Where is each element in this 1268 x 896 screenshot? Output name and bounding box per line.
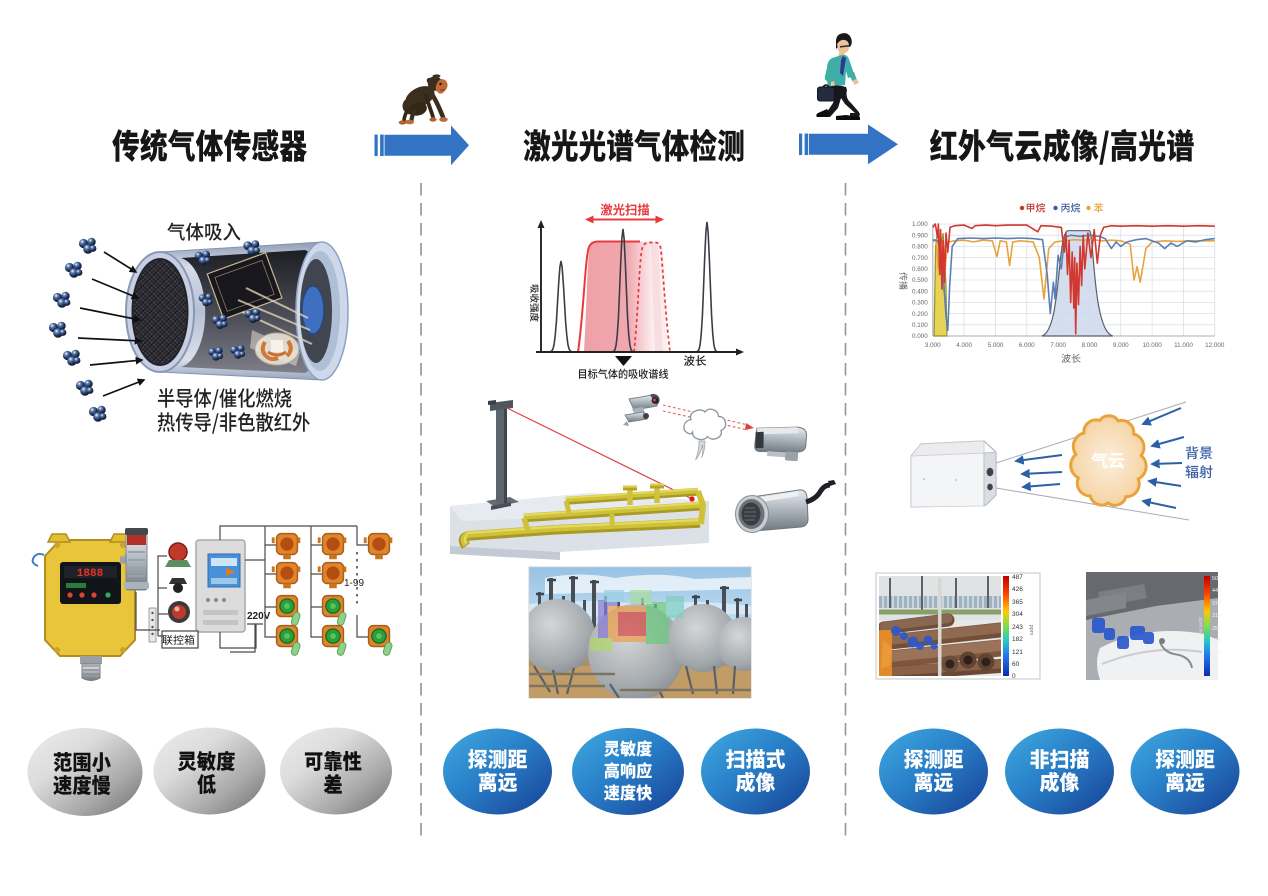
svg-text:487: 487 bbox=[1012, 574, 1023, 581]
svg-text:121: 121 bbox=[1012, 649, 1023, 656]
svg-text:314: 314 bbox=[1212, 613, 1221, 619]
svg-text:5.000: 5.000 bbox=[988, 342, 1004, 349]
svg-text:7.000: 7.000 bbox=[1050, 342, 1066, 349]
svg-text:60: 60 bbox=[1012, 661, 1020, 668]
svg-text:10.000: 10.000 bbox=[1142, 342, 1162, 349]
svg-text:0.300: 0.300 bbox=[912, 300, 928, 307]
svg-text:8.000: 8.000 bbox=[1082, 342, 1098, 349]
svg-text:1-99: 1-99 bbox=[344, 578, 364, 589]
svg-text:9.000: 9.000 bbox=[1113, 342, 1129, 349]
svg-text:6.000: 6.000 bbox=[1019, 342, 1035, 349]
svg-text:11.000: 11.000 bbox=[1174, 342, 1193, 349]
svg-text:426: 426 bbox=[1012, 586, 1023, 593]
svg-text:ppm.m: ppm.m bbox=[1197, 617, 1203, 632]
svg-text:182: 182 bbox=[1012, 636, 1023, 643]
svg-text:1.000: 1.000 bbox=[912, 221, 928, 228]
svg-text:ppm: ppm bbox=[1028, 625, 1034, 636]
svg-text:12.000: 12.000 bbox=[1205, 342, 1225, 349]
svg-text:1888: 1888 bbox=[77, 568, 104, 580]
svg-text:304: 304 bbox=[1012, 611, 1023, 618]
svg-text:4.000: 4.000 bbox=[956, 342, 972, 349]
svg-text:365: 365 bbox=[1012, 599, 1023, 606]
svg-text:3.000: 3.000 bbox=[925, 342, 941, 349]
svg-text:0.400: 0.400 bbox=[912, 288, 928, 295]
svg-text:243: 243 bbox=[1012, 624, 1023, 631]
svg-text:503: 503 bbox=[1212, 576, 1221, 582]
svg-text:0.100: 0.100 bbox=[912, 322, 928, 329]
svg-text:0.600: 0.600 bbox=[912, 266, 928, 273]
svg-text:125: 125 bbox=[1212, 651, 1221, 657]
svg-text:0: 0 bbox=[1012, 673, 1016, 680]
svg-text:62: 62 bbox=[1212, 663, 1218, 669]
svg-text:188: 188 bbox=[1212, 638, 1221, 644]
svg-text:220V: 220V bbox=[247, 611, 271, 622]
svg-text:0.500: 0.500 bbox=[912, 277, 928, 284]
svg-text:0.200: 0.200 bbox=[912, 311, 928, 318]
svg-text:0.700: 0.700 bbox=[912, 255, 928, 262]
svg-text:0.900: 0.900 bbox=[912, 232, 928, 239]
svg-text:0.800: 0.800 bbox=[912, 244, 928, 251]
svg-text:377: 377 bbox=[1212, 601, 1221, 607]
svg-text:440: 440 bbox=[1212, 588, 1221, 594]
svg-text:0.000: 0.000 bbox=[912, 333, 928, 340]
svg-text:251: 251 bbox=[1212, 626, 1221, 632]
